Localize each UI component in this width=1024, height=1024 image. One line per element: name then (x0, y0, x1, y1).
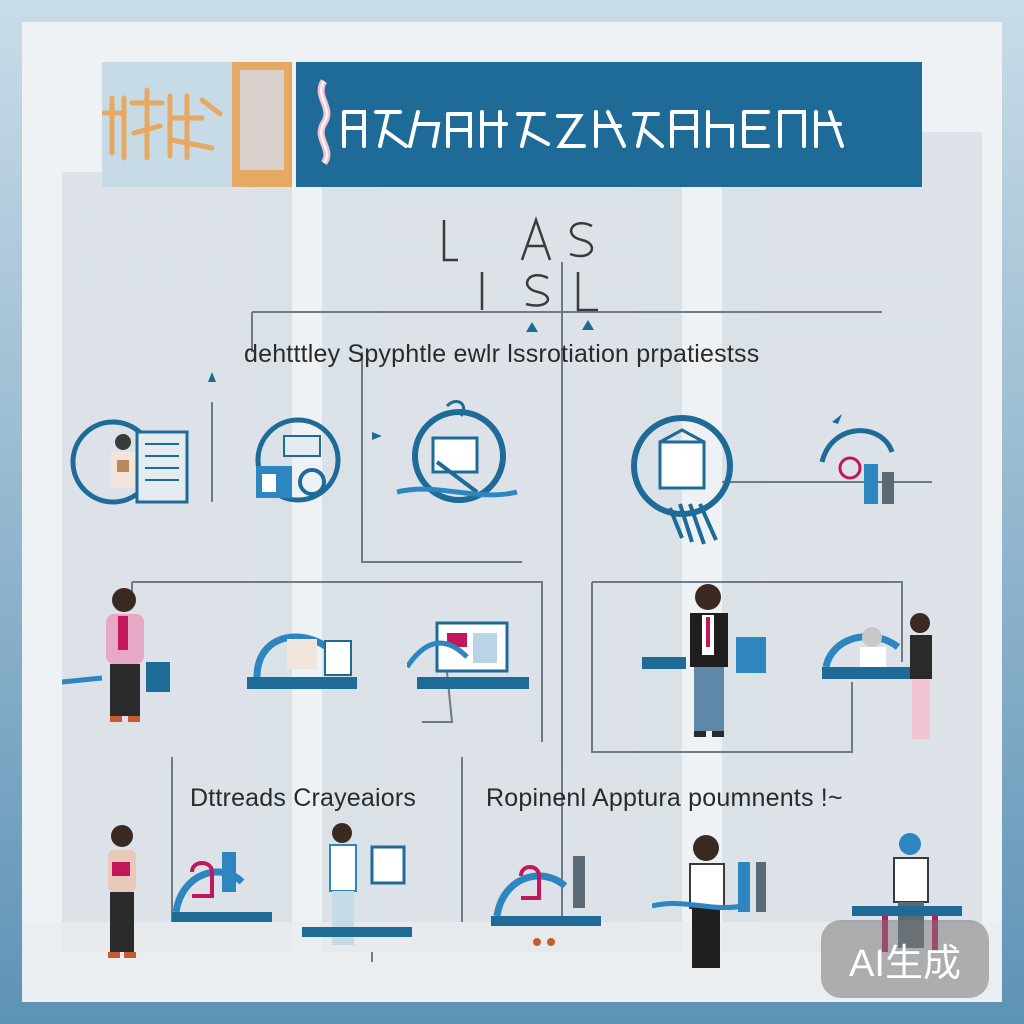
ai-generated-badge: AI生成 (821, 920, 989, 998)
title-block (102, 62, 292, 187)
care-bed-icon (822, 613, 932, 739)
woman-figure-icon (62, 588, 170, 722)
caption-bottom-left: Dttreads Crayeaiors (190, 784, 417, 812)
man-walker-icon (652, 835, 766, 968)
wheelchair-icon (255, 417, 341, 503)
banner-glyphs (342, 110, 844, 148)
decorative-letters (442, 216, 598, 312)
title-glyph-logo (102, 87, 223, 161)
chair-care-icon (172, 852, 272, 922)
scanner-icon (396, 400, 518, 503)
hospital-building-icon (631, 415, 733, 545)
doctor-cabinet-icon (70, 419, 189, 505)
ribbon-icon (317, 79, 331, 166)
grey-box (240, 70, 284, 170)
bed-icon (247, 633, 357, 689)
caption-top: dehtttley Spyphtle ewlr lssrotiation prp… (244, 340, 760, 368)
seated-care-icon (491, 856, 601, 946)
man-figure-icon (642, 584, 766, 737)
woman-standing-icon (108, 825, 136, 958)
poster-panel: dehtttley Spyphtle ewlr lssrotiation prp… (22, 22, 1002, 1002)
patient-monitor-icon (819, 428, 895, 504)
computer-desk-icon (407, 621, 529, 689)
caption-bottom-right: Ropinenl Apptura poumnents !~ (486, 784, 843, 812)
nurse-icon (302, 823, 412, 945)
